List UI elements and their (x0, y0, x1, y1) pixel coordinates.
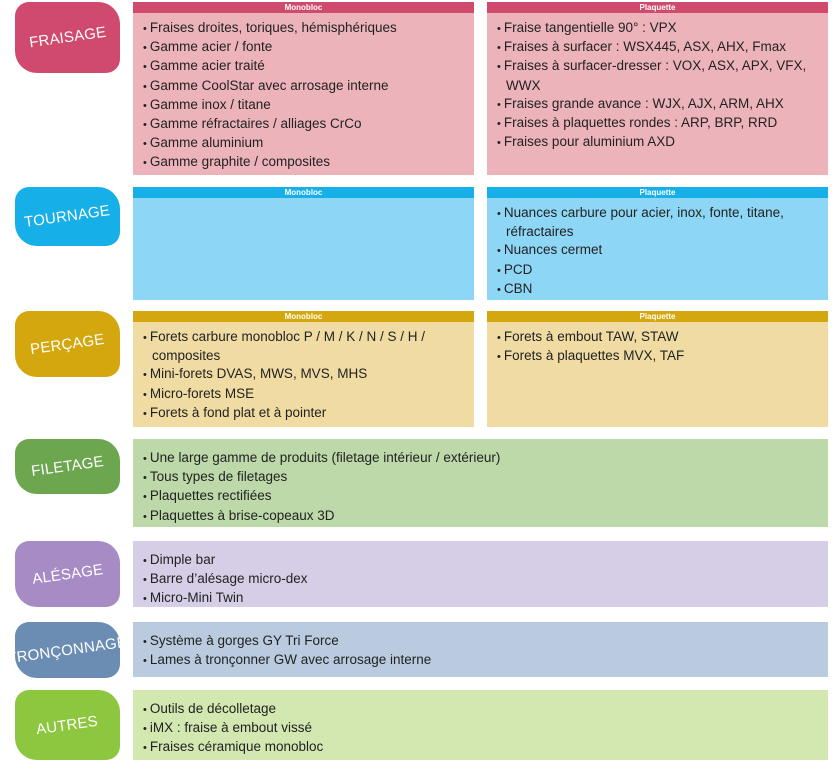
list-item: Tous types de filetages (143, 468, 828, 487)
full-item-list: Système à gorges GY Tri ForceLames à tro… (133, 626, 828, 670)
panel-header: Monobloc (133, 187, 474, 198)
list-item: Fraise tangentielle 90° : VPX (497, 19, 828, 38)
category-tab-fraisage: FRAISAGE (15, 2, 120, 73)
list-item: Forets à embout TAW, STAW (497, 328, 828, 347)
category-label: TRONÇONNAGE (6, 633, 129, 667)
list-item: CBN (497, 280, 828, 299)
list-item: Plaquettes à brise-copeaux 3D (143, 507, 828, 526)
list-item: PCD (497, 261, 828, 280)
list-item: Nuances carbure pour acier, inox, fonte,… (497, 204, 828, 241)
full-item-list: Une large gamme de produits (filetage in… (133, 443, 828, 526)
panel-header: Monobloc (133, 311, 474, 322)
list-item: Système à gorges GY Tri Force (143, 632, 828, 651)
left-panel: MonoblocFraises droites, toriques, hémis… (133, 2, 474, 175)
category-label: FILETAGE (30, 453, 105, 480)
category-label: TOURNAGE (23, 202, 112, 231)
list-item: Une large gamme de produits (filetage in… (143, 449, 828, 468)
list-item: Gamme acier / fonte (143, 38, 474, 57)
right-item-list: Forets à embout TAW, STAWForets à plaque… (487, 322, 828, 366)
list-item: Lames à tronçonner GW avec arrosage inte… (143, 651, 828, 670)
list-item: Gamme acier traité (143, 57, 474, 76)
list-item: Barre d’alésage micro-dex (143, 570, 828, 589)
full-panel: Système à gorges GY Tri ForceLames à tro… (133, 622, 828, 677)
list-item: Gamme graphite / composites (143, 153, 474, 172)
category-tab-perçage: PERÇAGE (15, 311, 120, 377)
category-tab-alésage: ALÉSAGE (15, 541, 120, 607)
list-item: Mini-forets DVAS, MWS, MVS, MHS (143, 365, 474, 384)
full-panel: Dimple barBarre d’alésage micro-dexMicro… (133, 541, 828, 607)
full-panel: Une large gamme de produits (filetage in… (133, 439, 828, 527)
left-panel: Monobloc (133, 187, 474, 300)
list-item: Forets à plaquettes MVX, TAF (497, 347, 828, 366)
panel-header: Plaquette (487, 187, 828, 198)
full-panel: Outils de décolletageiMX : fraise à embo… (133, 690, 828, 760)
list-item: Fraises à surfacer-dresser : VOX, ASX, A… (497, 57, 828, 94)
left-item-list: Fraises droites, toriques, hémisphérique… (133, 13, 474, 173)
list-item: Gamme aluminium (143, 134, 474, 153)
list-item: Micro-Mini Twin (143, 589, 828, 608)
list-item: Nuances cermet (497, 241, 828, 260)
panel-header: Plaquette (487, 311, 828, 322)
category-tab-filetage: FILETAGE (15, 439, 120, 494)
right-panel: PlaquetteForets à embout TAW, STAWForets… (487, 311, 828, 427)
list-item: Fraises pour aluminium AXD (497, 133, 828, 152)
category-label: ALÉSAGE (30, 560, 105, 588)
full-item-list: Outils de décolletageiMX : fraise à embo… (133, 694, 828, 758)
category-label: AUTRES (35, 712, 100, 738)
list-item: Outils de décolletage (143, 700, 828, 719)
list-item: Plaquettes rectifiées (143, 487, 828, 506)
list-item: iMX : fraise à embout vissé (143, 719, 828, 738)
list-item: Fraises grande avance : WJX, AJX, ARM, A… (497, 95, 828, 114)
right-item-list: Nuances carbure pour acier, inox, fonte,… (487, 198, 828, 299)
left-item-list: Forets carbure monobloc P / M / K / N / … (133, 322, 474, 423)
list-item: Gamme réfractaires / alliages CrCo (143, 115, 474, 134)
right-item-list: Fraise tangentielle 90° : VPXFraises à s… (487, 13, 828, 152)
category-label: PERÇAGE (29, 330, 106, 358)
right-panel: PlaquetteNuances carbure pour acier, ino… (487, 187, 828, 300)
list-item: Fraises droites, toriques, hémisphérique… (143, 19, 474, 38)
list-item: Gamme CoolStar avec arrosage interne (143, 77, 474, 96)
list-item: Forets à fond plat et à pointer (143, 404, 474, 423)
list-item: Micro-forets MSE (143, 385, 474, 404)
left-panel: MonoblocForets carbure monobloc P / M / … (133, 311, 474, 427)
list-item: Gamme inox / titane (143, 96, 474, 115)
full-item-list: Dimple barBarre d’alésage micro-dexMicro… (133, 545, 828, 609)
list-item: Fraises à plaquettes rondes : ARP, BRP, … (497, 114, 828, 133)
category-tab-tournage: TOURNAGE (15, 187, 120, 246)
left-item-list (133, 198, 474, 204)
list-item: Dimple bar (143, 551, 828, 570)
category-tab-tronçonnage: TRONÇONNAGE (7, 622, 128, 678)
list-item: Forets carbure monobloc P / M / K / N / … (143, 328, 474, 365)
list-item: Fraises céramique monobloc (143, 738, 828, 757)
category-tab-autres: AUTRES (15, 690, 120, 760)
panel-header: Monobloc (133, 2, 474, 13)
category-label: FRAISAGE (27, 23, 108, 52)
right-panel: PlaquetteFraise tangentielle 90° : VPXFr… (487, 2, 828, 175)
panel-header: Plaquette (487, 2, 828, 13)
list-item: Fraises à surfacer : WSX445, ASX, AHX, F… (497, 38, 828, 57)
